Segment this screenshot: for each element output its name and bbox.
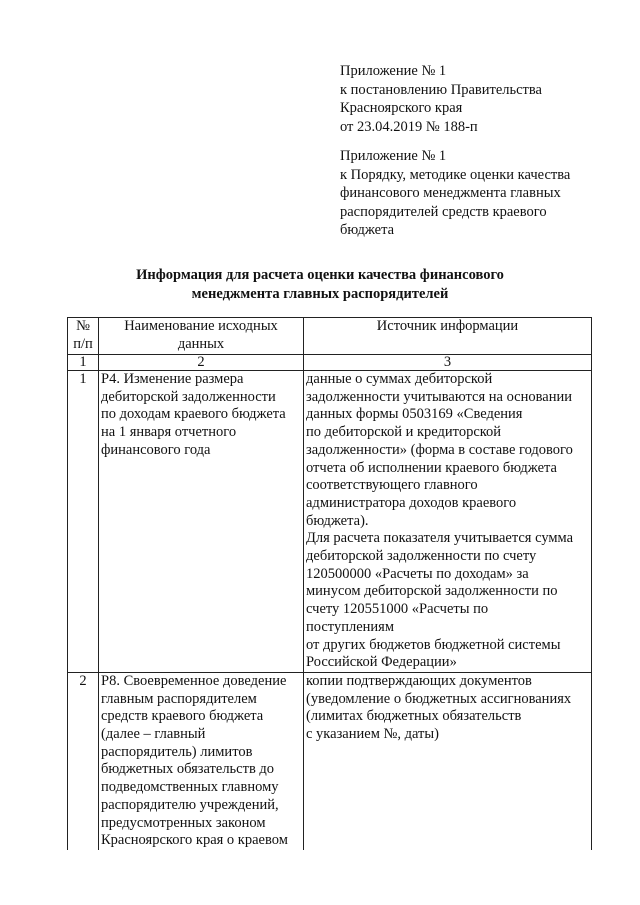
source-line: бюджета). bbox=[306, 512, 369, 529]
title-line: Информация для расчета оценки качества ф… bbox=[136, 267, 504, 283]
source-line: администратора доходов краевого bbox=[306, 494, 517, 511]
source-line: задолженности учитываются на основании bbox=[306, 388, 572, 405]
annex-line: к постановлению Правительства bbox=[340, 81, 542, 98]
annex-line: распорядителей средств краевого bbox=[340, 203, 547, 220]
name-line: распорядителю учреждений, bbox=[101, 796, 279, 813]
name-line: Р4. Изменение размера bbox=[101, 371, 244, 387]
annex-line: от 23.04.2019 № 188-п bbox=[340, 118, 478, 135]
header-num: № п/п bbox=[67, 317, 99, 355]
col-index: 3 bbox=[303, 354, 592, 371]
name-line: (далее – главный bbox=[101, 726, 206, 743]
col-index: 1 bbox=[67, 354, 99, 371]
source-line: данных формы 0503169 «Сведения bbox=[306, 406, 523, 423]
name-line: подведомственных главному bbox=[101, 779, 279, 796]
col-index: 2 bbox=[98, 354, 304, 371]
name-line: по доходам краевого бюджета bbox=[101, 406, 286, 423]
source-line: отчета об исполнении краевого бюджета bbox=[306, 459, 557, 476]
name-line: средств краевого бюджета bbox=[101, 708, 264, 725]
source-line: данные о суммах дебиторской bbox=[306, 371, 493, 387]
annex-line: к Порядку, методике оценки качества bbox=[340, 166, 571, 183]
table-header-row: № п/п Наименование исходных данных Источ… bbox=[67, 317, 592, 355]
source-line: Российской Федерации» bbox=[306, 654, 457, 671]
annex-line: бюджета bbox=[340, 222, 395, 238]
source-line: поступлениям bbox=[306, 618, 394, 635]
header-name-line: Наименование исходных bbox=[124, 318, 278, 334]
title-line: менеджмента главных распорядителей bbox=[191, 285, 449, 302]
name-line: Красноярского края о краевом bbox=[101, 832, 288, 849]
header-source-line: Источник информации bbox=[376, 318, 519, 334]
name-line: главным распорядителем bbox=[101, 690, 257, 707]
annex-line: Красноярского края bbox=[340, 100, 463, 116]
header-num-line: п/п bbox=[73, 335, 93, 352]
annex-line: финансового менеджмента главных bbox=[340, 185, 561, 201]
source-line: Для расчета показателя учитывается сумма bbox=[306, 530, 574, 547]
name-line: Р8. Своевременное доведение bbox=[101, 672, 287, 689]
header-num-line: № bbox=[76, 318, 90, 334]
source-line: минусом дебиторской задолженности по bbox=[306, 583, 558, 600]
source-line: соответствующего главного bbox=[306, 477, 478, 494]
annex-1-header: Приложение № 1 к постановлению Правительс… bbox=[340, 62, 542, 136]
info-table: № п/п Наименование исходных данных Источ… bbox=[67, 317, 592, 850]
source-line: дебиторской задолженности по счету bbox=[306, 548, 537, 565]
source-line: задолженности» (форма в составе годового bbox=[306, 441, 573, 458]
annex-line: Приложение № 1 bbox=[340, 63, 447, 79]
row-num: 2 bbox=[67, 671, 99, 850]
annex-line: Приложение № 1 bbox=[340, 148, 447, 164]
column-index-row: 1 2 3 bbox=[67, 354, 592, 371]
row-source-cell: копии подтверждающих документов(уведомле… bbox=[303, 671, 592, 850]
source-line: 120500000 «Расчеты по доходам» за bbox=[306, 565, 529, 582]
name-line: дебиторской задолженности bbox=[101, 388, 276, 405]
name-line: финансового года bbox=[101, 441, 211, 458]
source-line: по дебиторской и кредиторской bbox=[306, 424, 502, 441]
name-line: на 1 января отчетного bbox=[101, 424, 237, 441]
source-line: (лимитах бюджетных обязательств bbox=[306, 708, 522, 725]
source-line: от других бюджетов бюджетной системы bbox=[306, 636, 561, 653]
header-source: Источник информации bbox=[303, 317, 592, 355]
header-name-line: данных bbox=[177, 335, 225, 352]
source-line: счету 120551000 «Расчеты по bbox=[306, 601, 489, 618]
source-line: (уведомление о бюджетных ассигнованиях bbox=[306, 690, 572, 707]
document-title: Информация для расчета оценки качества ф… bbox=[0, 266, 640, 303]
header-name: Наименование исходных данных bbox=[98, 317, 304, 355]
row-num: 1 bbox=[67, 370, 99, 673]
name-line: бюджетных обязательств до bbox=[101, 761, 275, 778]
name-line: предусмотренных законом bbox=[101, 814, 266, 831]
annex-2-header: Приложение № 1 к Порядку, методике оценки… bbox=[340, 147, 570, 240]
name-line: распорядитель) лимитов bbox=[101, 743, 253, 760]
source-line: копии подтверждающих документов bbox=[306, 672, 532, 689]
source-line: с указанием №, даты) bbox=[306, 726, 439, 743]
